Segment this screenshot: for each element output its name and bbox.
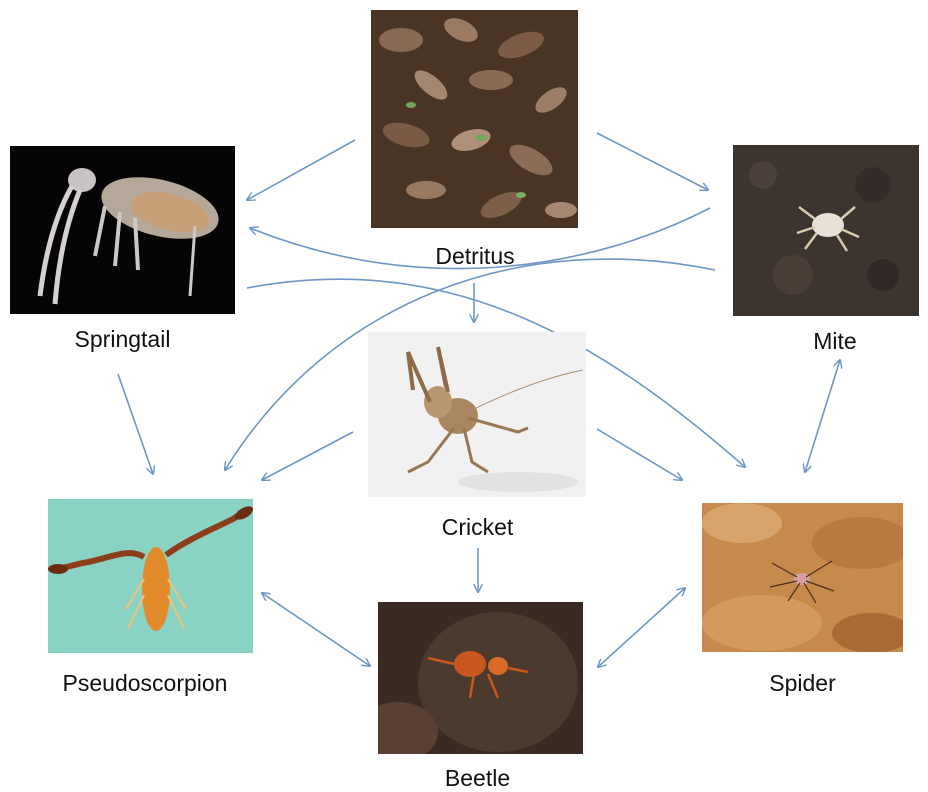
arrow-pseudoscorpion-to-beetle <box>262 593 370 666</box>
spider-label: Spider <box>745 670 860 697</box>
cricket-photo <box>368 332 586 497</box>
arrow-detritus-to-mite <box>597 133 708 190</box>
arrow-springtail-to-pseudoscorpion <box>118 374 153 474</box>
detritus-label: Detritus <box>415 243 535 270</box>
spider-photo <box>702 503 903 652</box>
arrow-cricket-to-spider <box>597 429 682 480</box>
arrow-cricket-to-pseudoscorpion <box>262 432 353 480</box>
springtail-photo <box>10 146 235 314</box>
pseudoscorpion-label: Pseudoscorpion <box>30 670 260 697</box>
springtail-label: Springtail <box>40 326 205 353</box>
cricket-label: Cricket <box>420 514 535 541</box>
detritus-photo <box>371 10 578 228</box>
beetle-label: Beetle <box>420 765 535 792</box>
mite-photo <box>733 145 919 316</box>
beetle-photo <box>378 602 583 754</box>
arrow-spider-to-beetle <box>598 588 685 667</box>
arrow-spider-to-mite <box>805 360 840 472</box>
pseudoscorpion-photo <box>48 499 253 653</box>
mite-label: Mite <box>785 328 885 355</box>
arrow-detritus-to-springtail <box>247 140 355 200</box>
